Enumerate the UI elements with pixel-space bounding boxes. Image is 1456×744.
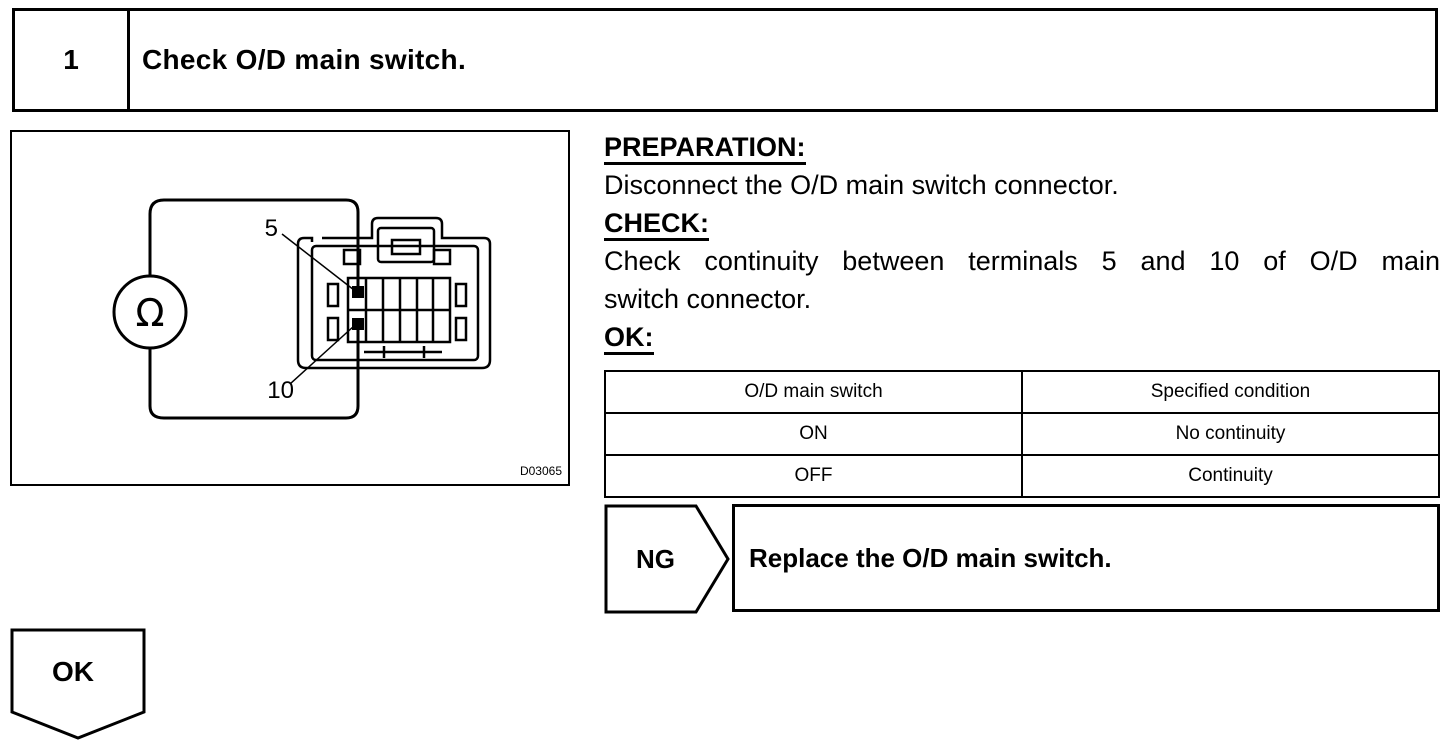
step-number: 1 bbox=[15, 11, 130, 109]
instructions: PREPARATION: Disconnect the O/D main swi… bbox=[604, 128, 1440, 356]
leader-line-5 bbox=[281, 233, 355, 291]
table-header-row: O/D main switch Specified condition bbox=[604, 370, 1440, 414]
table-row: ON No continuity bbox=[604, 412, 1440, 456]
lead-wire-top bbox=[148, 198, 360, 290]
table-cell: No continuity bbox=[1021, 412, 1440, 456]
ng-action: Replace the O/D main switch. bbox=[732, 504, 1440, 612]
table-header-cell: O/D main switch bbox=[604, 370, 1023, 414]
ohmmeter-icon: Ω bbox=[112, 274, 188, 350]
ok-label: OK bbox=[52, 656, 94, 687]
table-cell: OFF bbox=[604, 454, 1023, 498]
table-cell: ON bbox=[604, 412, 1023, 456]
terminal-10-probe bbox=[352, 318, 364, 330]
terminal-5-probe bbox=[352, 286, 364, 298]
step-header: 1 Check O/D main switch. bbox=[12, 8, 1438, 112]
lead-wire-bottom bbox=[148, 324, 360, 420]
ok-heading: OK: bbox=[604, 322, 654, 355]
table-row: OFF Continuity bbox=[604, 454, 1440, 498]
connector-diagram-svg: Ω bbox=[112, 198, 492, 420]
terminal-label-10: 10 bbox=[267, 377, 294, 404]
connector-diagram: Ω bbox=[10, 130, 570, 486]
ok-arrow-icon bbox=[10, 628, 146, 740]
check-text-line1: Check continuity between terminals 5 and… bbox=[604, 246, 1440, 276]
leader-line-10 bbox=[289, 325, 355, 385]
terminal-label-5: 5 bbox=[265, 215, 278, 242]
preparation-text: Disconnect the O/D main switch connector… bbox=[604, 170, 1119, 200]
preparation-heading: PREPARATION: bbox=[604, 132, 806, 165]
ohm-symbol: Ω bbox=[135, 291, 164, 335]
figure-code: D03065 bbox=[519, 464, 562, 478]
step-title: Check O/D main switch. bbox=[142, 44, 467, 75]
specification-table: O/D main switch Specified condition ON N… bbox=[604, 370, 1440, 498]
ng-label: NG bbox=[636, 544, 675, 574]
table-header-cell: Specified condition bbox=[1021, 370, 1440, 414]
connector-icon bbox=[296, 216, 492, 370]
ng-arrow-icon bbox=[604, 504, 730, 614]
check-heading: CHECK: bbox=[604, 208, 709, 241]
table-cell: Continuity bbox=[1021, 454, 1440, 498]
check-text-line2: switch connector. bbox=[604, 284, 812, 314]
